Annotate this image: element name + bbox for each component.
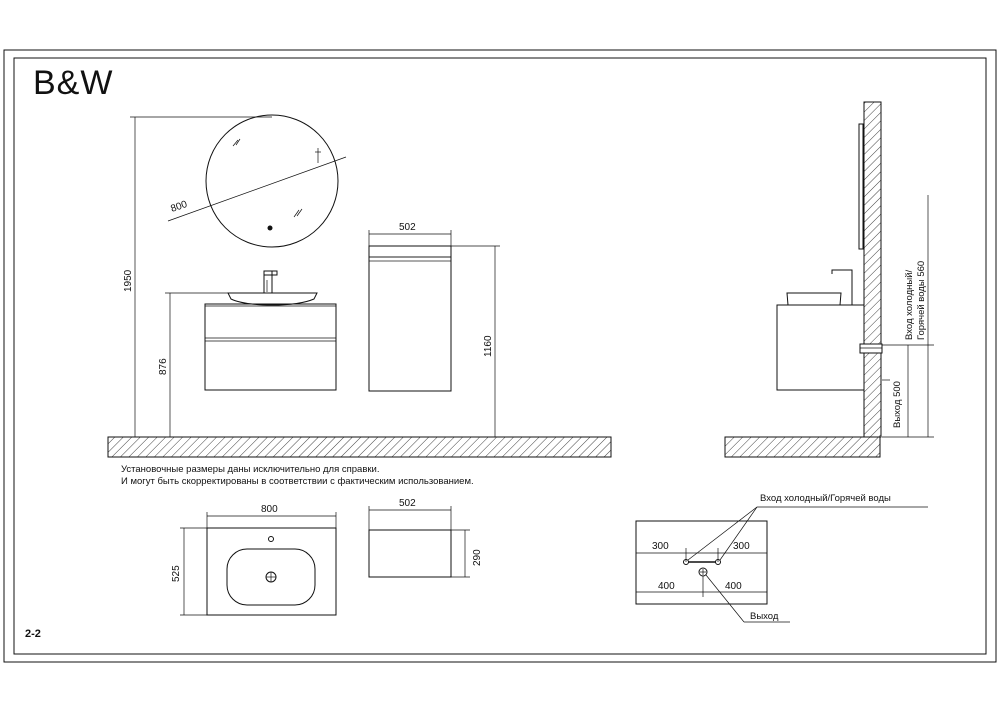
plan-dim-290-label: 290 xyxy=(472,549,483,566)
note-line-1: Установочные размеры даны исключительно … xyxy=(121,464,379,475)
plan-cabinet xyxy=(368,529,452,578)
vanity-body xyxy=(204,303,337,391)
sheet-inner-border xyxy=(13,57,987,655)
side-outlet-label: Выход 500 xyxy=(892,381,903,428)
note-line-2: И могут быть скорректированы в соответст… xyxy=(121,476,474,487)
dim-1950-label: 1950 xyxy=(123,269,134,292)
side-wall xyxy=(863,101,882,438)
rear-dim-400-right: 400 xyxy=(725,581,742,592)
dim-1160-label: 1160 xyxy=(483,335,494,357)
plan-dim-525-label: 525 xyxy=(171,565,182,582)
rear-dim-300-right: 300 xyxy=(733,541,750,552)
mirror-diameter-label: 800 xyxy=(169,199,189,215)
rear-outlet-label: Выход xyxy=(750,611,779,622)
side-inlet-label-1: Вход холодный/ xyxy=(904,270,915,340)
rear-inlet-leader-2 xyxy=(719,506,758,561)
plan-vanity xyxy=(206,527,337,616)
rear-dim-300-left: 300 xyxy=(652,541,669,552)
brand-logo: B&W xyxy=(33,64,113,102)
sheet-outer-border xyxy=(3,49,997,663)
sheet-number: 2-2 xyxy=(25,628,41,640)
side-pipe-band xyxy=(859,343,883,354)
cabinet-handle-strip xyxy=(368,256,452,262)
mirror-sparkle-3 xyxy=(296,208,303,217)
side-view: Вход холодный/ Горячей воды 560 Выход 50… xyxy=(724,101,934,458)
rear-dim-400-left: 400 xyxy=(658,581,675,592)
vessel-basin xyxy=(227,292,318,306)
rear-view: 300 300 400 400 Вход холодный/Горячей во… xyxy=(635,493,928,623)
rear-outlet-leader xyxy=(705,574,745,623)
side-cabinet xyxy=(368,245,452,392)
plan-view: 800 525 502 290 xyxy=(171,498,483,616)
mirror-diameter-line xyxy=(167,156,347,222)
mirror-sparkle-1 xyxy=(235,138,241,146)
side-inlet-label-2: Горячей воды 560 xyxy=(916,261,927,340)
rear-inlet-leader-1 xyxy=(687,506,758,561)
mirror-sensor-dot xyxy=(267,225,273,231)
dim-876-label: 876 xyxy=(158,358,169,375)
faucet-spout xyxy=(263,270,278,276)
side-mirror xyxy=(858,123,864,250)
plan-dim-502-label: 502 xyxy=(399,498,416,509)
side-faucet xyxy=(831,269,853,305)
mirror-sparkle-4 xyxy=(293,209,300,218)
floor-slab xyxy=(107,436,612,458)
rear-panel xyxy=(635,520,768,605)
faucet xyxy=(263,270,273,294)
front-view: 800 1950 876 502 xyxy=(107,114,612,458)
side-vanity xyxy=(776,304,865,391)
dim-502-top-label: 502 xyxy=(399,222,416,233)
round-mirror xyxy=(205,114,339,248)
side-floor xyxy=(724,436,881,458)
plan-tap-hole xyxy=(268,536,274,542)
plan-dim-800-label: 800 xyxy=(261,504,278,515)
plan-basin-bowl xyxy=(226,548,316,606)
side-basin xyxy=(786,292,842,306)
rear-inlet-label: Вход холодный/Горячей воды xyxy=(760,493,891,504)
mirror-sparkle-2 xyxy=(232,139,239,147)
